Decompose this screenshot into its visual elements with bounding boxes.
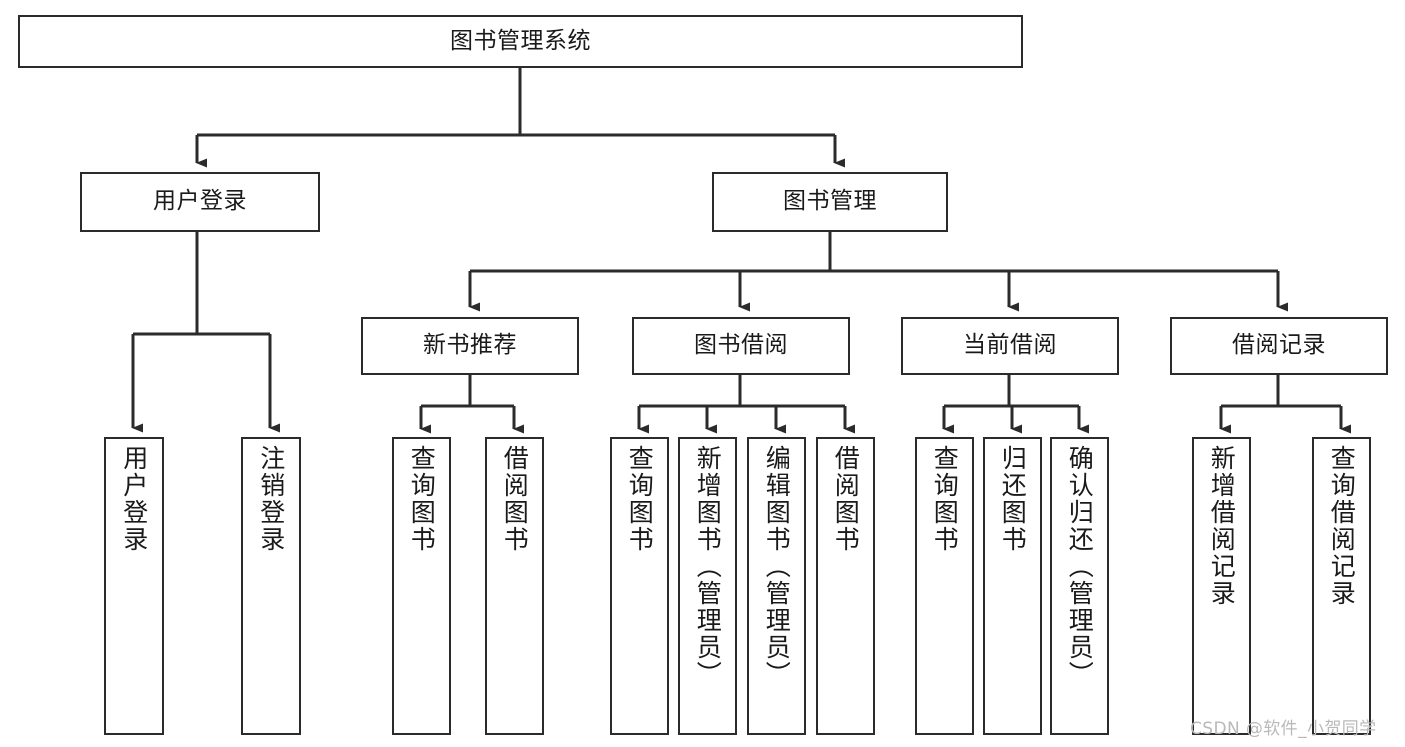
node-label: 查询图书: [930, 445, 960, 553]
node-label: 查询借阅记录: [1327, 445, 1357, 607]
leaf-user-login-login[interactable]: 用户登录: [104, 437, 164, 735]
node-borrow-records[interactable]: 借阅记录: [1170, 317, 1388, 375]
node-book-borrow[interactable]: 图书借阅: [632, 317, 850, 375]
node-label: 借阅图书: [500, 445, 530, 553]
node-label: 图书管理系统: [450, 27, 591, 54]
node-label: 借阅记录: [1232, 332, 1326, 359]
watermark-text: CSDN @软件_小贺同学: [1190, 719, 1377, 739]
node-label: 当前借阅: [963, 332, 1057, 359]
leaf-book-borrow-borrow[interactable]: 借阅图书: [816, 437, 875, 735]
node-label: 注销登录: [256, 445, 286, 553]
leaf-new-book-query[interactable]: 查询图书: [392, 437, 451, 735]
leaf-current-borrow-return[interactable]: 归还图书: [983, 437, 1042, 735]
node-label: 新增图书（管理员）: [693, 445, 723, 688]
node-label: 新增借阅记录: [1207, 445, 1237, 607]
leaf-borrow-records-add[interactable]: 新增借阅记录: [1192, 437, 1251, 735]
node-label: 图书管理: [783, 188, 877, 215]
node-label: 图书借阅: [694, 332, 788, 359]
node-book-management[interactable]: 图书管理: [712, 172, 948, 232]
leaf-user-login-logout[interactable]: 注销登录: [241, 437, 301, 735]
leaf-book-borrow-query[interactable]: 查询图书: [610, 437, 669, 735]
node-label: 借阅图书: [831, 445, 861, 553]
node-label: 新书推荐: [423, 332, 517, 359]
node-label: 用户登录: [153, 188, 247, 215]
node-root-system[interactable]: 图书管理系统: [18, 15, 1023, 68]
node-user-login[interactable]: 用户登录: [80, 172, 320, 232]
node-label: 归还图书: [998, 445, 1028, 553]
leaf-book-borrow-edit-admin[interactable]: 编辑图书（管理员）: [747, 437, 806, 735]
node-label: 编辑图书（管理员）: [762, 445, 792, 688]
leaf-current-borrow-query[interactable]: 查询图书: [915, 437, 974, 735]
node-new-book-recommend[interactable]: 新书推荐: [361, 317, 579, 375]
node-label: 用户登录: [119, 445, 149, 553]
node-label: 查询图书: [407, 445, 437, 553]
leaf-borrow-records-query[interactable]: 查询借阅记录: [1312, 437, 1371, 735]
leaf-current-borrow-confirm-admin[interactable]: 确认归还（管理员）: [1050, 437, 1109, 735]
node-label: 确认归还（管理员）: [1065, 445, 1095, 688]
node-current-borrow[interactable]: 当前借阅: [901, 317, 1119, 375]
node-label: 查询图书: [625, 445, 655, 553]
leaf-new-book-borrow[interactable]: 借阅图书: [485, 437, 544, 735]
leaf-book-borrow-add-admin[interactable]: 新增图书（管理员）: [678, 437, 737, 735]
